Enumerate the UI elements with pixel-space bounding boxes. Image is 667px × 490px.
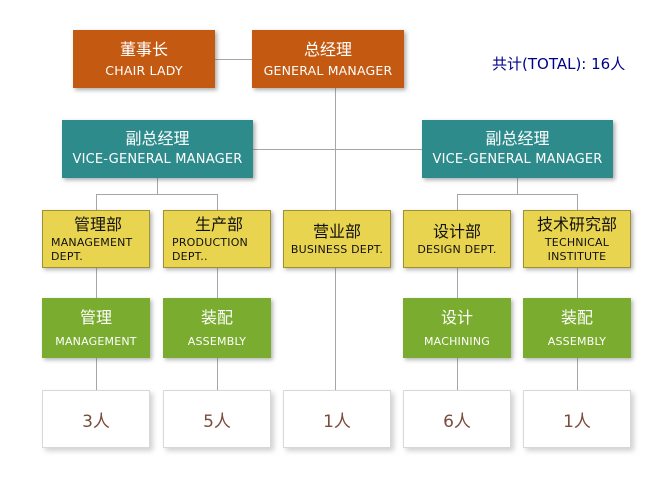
connector-vice-left-stub — [157, 178, 158, 195]
node-title-en: PRODUCTION DEPT.. — [172, 235, 248, 263]
connector-vice-right-stub — [517, 178, 518, 195]
node-title-zh: 管理 — [79, 307, 112, 327]
connector — [217, 268, 218, 298]
node-title-zh: 装配 — [560, 307, 593, 327]
node-title-zh: 副总经理 — [125, 129, 190, 149]
node-title-en: GENERAL MANAGER — [263, 62, 393, 78]
connector — [577, 268, 578, 298]
node-title-en: MANAGEMENT — [55, 334, 137, 348]
node-team-assembly-left: 装配 ASSEMBLY — [163, 298, 271, 358]
headcount-label: 1人 — [563, 411, 591, 432]
node-technical-institute: 技术研究部 TECHNICAL INSTITUTE — [523, 210, 631, 268]
connector — [96, 358, 97, 390]
connector — [217, 358, 218, 390]
node-title-zh: 营业部 — [312, 221, 361, 241]
node-title-zh: 董事长 — [119, 39, 168, 59]
headcount-label: 5人 — [203, 411, 231, 432]
node-business-dept: 营业部 BUSINESS DEPT. — [283, 210, 391, 268]
total-count-label: 共计(TOTAL): 16人 — [492, 55, 626, 73]
node-title-en: ASSEMBLY — [547, 334, 607, 348]
headcount-box: 1人 — [283, 390, 391, 448]
headcount-box: 3人 — [42, 390, 150, 448]
node-chair-lady: 董事长 CHAIR LADY — [73, 30, 215, 88]
node-title-en: MANAGEMENT DEPT. — [51, 235, 133, 263]
connector — [96, 268, 97, 298]
connector-vice-link — [253, 149, 422, 150]
node-team-machining: 设计 MACHINING — [403, 298, 511, 358]
node-general-manager: 总经理 GENERAL MANAGER — [252, 30, 404, 88]
headcount-label: 6人 — [443, 411, 471, 432]
node-title-zh: 设计部 — [432, 221, 481, 241]
connector — [217, 194, 218, 210]
connector — [457, 268, 458, 298]
connector — [457, 358, 458, 390]
node-title-en: VICE-GENERAL MANAGER — [432, 152, 603, 168]
node-title-en: DESIGN DEPT. — [417, 242, 497, 256]
node-management-dept: 管理部 MANAGEMENT DEPT. — [42, 210, 150, 268]
node-vice-general-manager-left: 副总经理 VICE-GENERAL MANAGER — [62, 120, 253, 178]
node-title-zh: 总经理 — [303, 39, 352, 59]
node-team-assembly-right: 装配 ASSEMBLY — [523, 298, 631, 358]
node-title-en: TECHNICAL INSTITUTE — [544, 235, 610, 263]
node-title-en: BUSINESS DEPT. — [290, 242, 384, 256]
node-title-zh: 生产部 — [194, 214, 243, 234]
connector-chair-gm — [215, 59, 252, 60]
headcount-box: 1人 — [523, 390, 631, 448]
node-vice-general-manager-right: 副总经理 VICE-GENERAL MANAGER — [422, 120, 613, 178]
node-title-zh: 管理部 — [73, 214, 122, 234]
headcount-box: 5人 — [163, 390, 271, 448]
node-title-en: CHAIR LADY — [105, 62, 183, 78]
node-title-en: ASSEMBLY — [187, 334, 247, 348]
node-team-management: 管理 MANAGEMENT — [42, 298, 150, 358]
headcount-label: 3人 — [82, 411, 110, 432]
node-title-zh: 副总经理 — [485, 129, 550, 149]
node-production-dept: 生产部 PRODUCTION DEPT.. — [163, 210, 271, 268]
connector-business-count — [335, 268, 336, 390]
connector-right-spread — [457, 194, 578, 195]
node-title-zh: 装配 — [200, 307, 233, 327]
connector — [457, 194, 458, 210]
node-title-zh: 设计 — [440, 307, 473, 327]
headcount-label: 1人 — [323, 411, 351, 432]
connector-left-spread — [96, 194, 217, 195]
node-title-en: VICE-GENERAL MANAGER — [72, 152, 243, 168]
headcount-box: 6人 — [403, 390, 511, 448]
node-title-zh: 技术研究部 — [536, 214, 617, 234]
connector — [577, 194, 578, 210]
connector — [96, 194, 97, 210]
connector — [577, 358, 578, 390]
node-title-en: MACHINING — [423, 334, 491, 348]
node-design-dept: 设计部 DESIGN DEPT. — [403, 210, 511, 268]
